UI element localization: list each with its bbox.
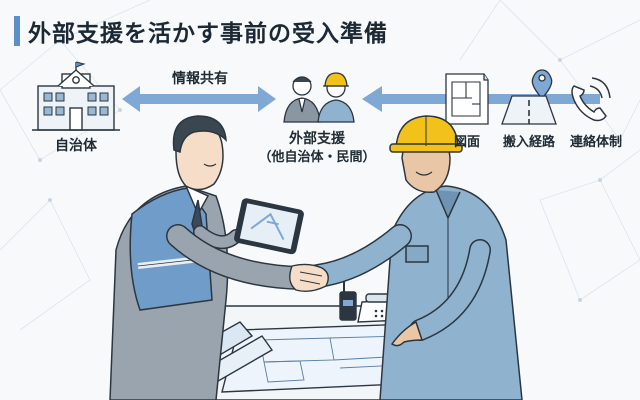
route-label: 搬入経路	[502, 135, 555, 150]
info-share-arrow	[122, 86, 276, 112]
floor-plan-label: 図面	[453, 135, 480, 150]
municipality-label: 自治体	[55, 138, 97, 154]
page-title: 外部支援を活かす事前の受入準備	[28, 21, 388, 47]
title-accent-bar	[14, 16, 20, 46]
phone-icon	[571, 77, 611, 122]
official-figure	[109, 115, 312, 400]
external-support-label: 外部支援	[289, 131, 345, 147]
support-staff-icon	[283, 72, 355, 123]
floor-plan-icon	[445, 73, 489, 125]
external-support-sublabel: （他自治体・民間）	[258, 150, 376, 165]
city-hall-icon	[32, 61, 120, 131]
contact-label: 連絡体制	[569, 135, 622, 150]
info-share-label: 情報共有	[172, 71, 228, 87]
route-map-icon	[501, 69, 557, 125]
handshake	[289, 263, 329, 293]
worker-figure	[306, 115, 523, 400]
